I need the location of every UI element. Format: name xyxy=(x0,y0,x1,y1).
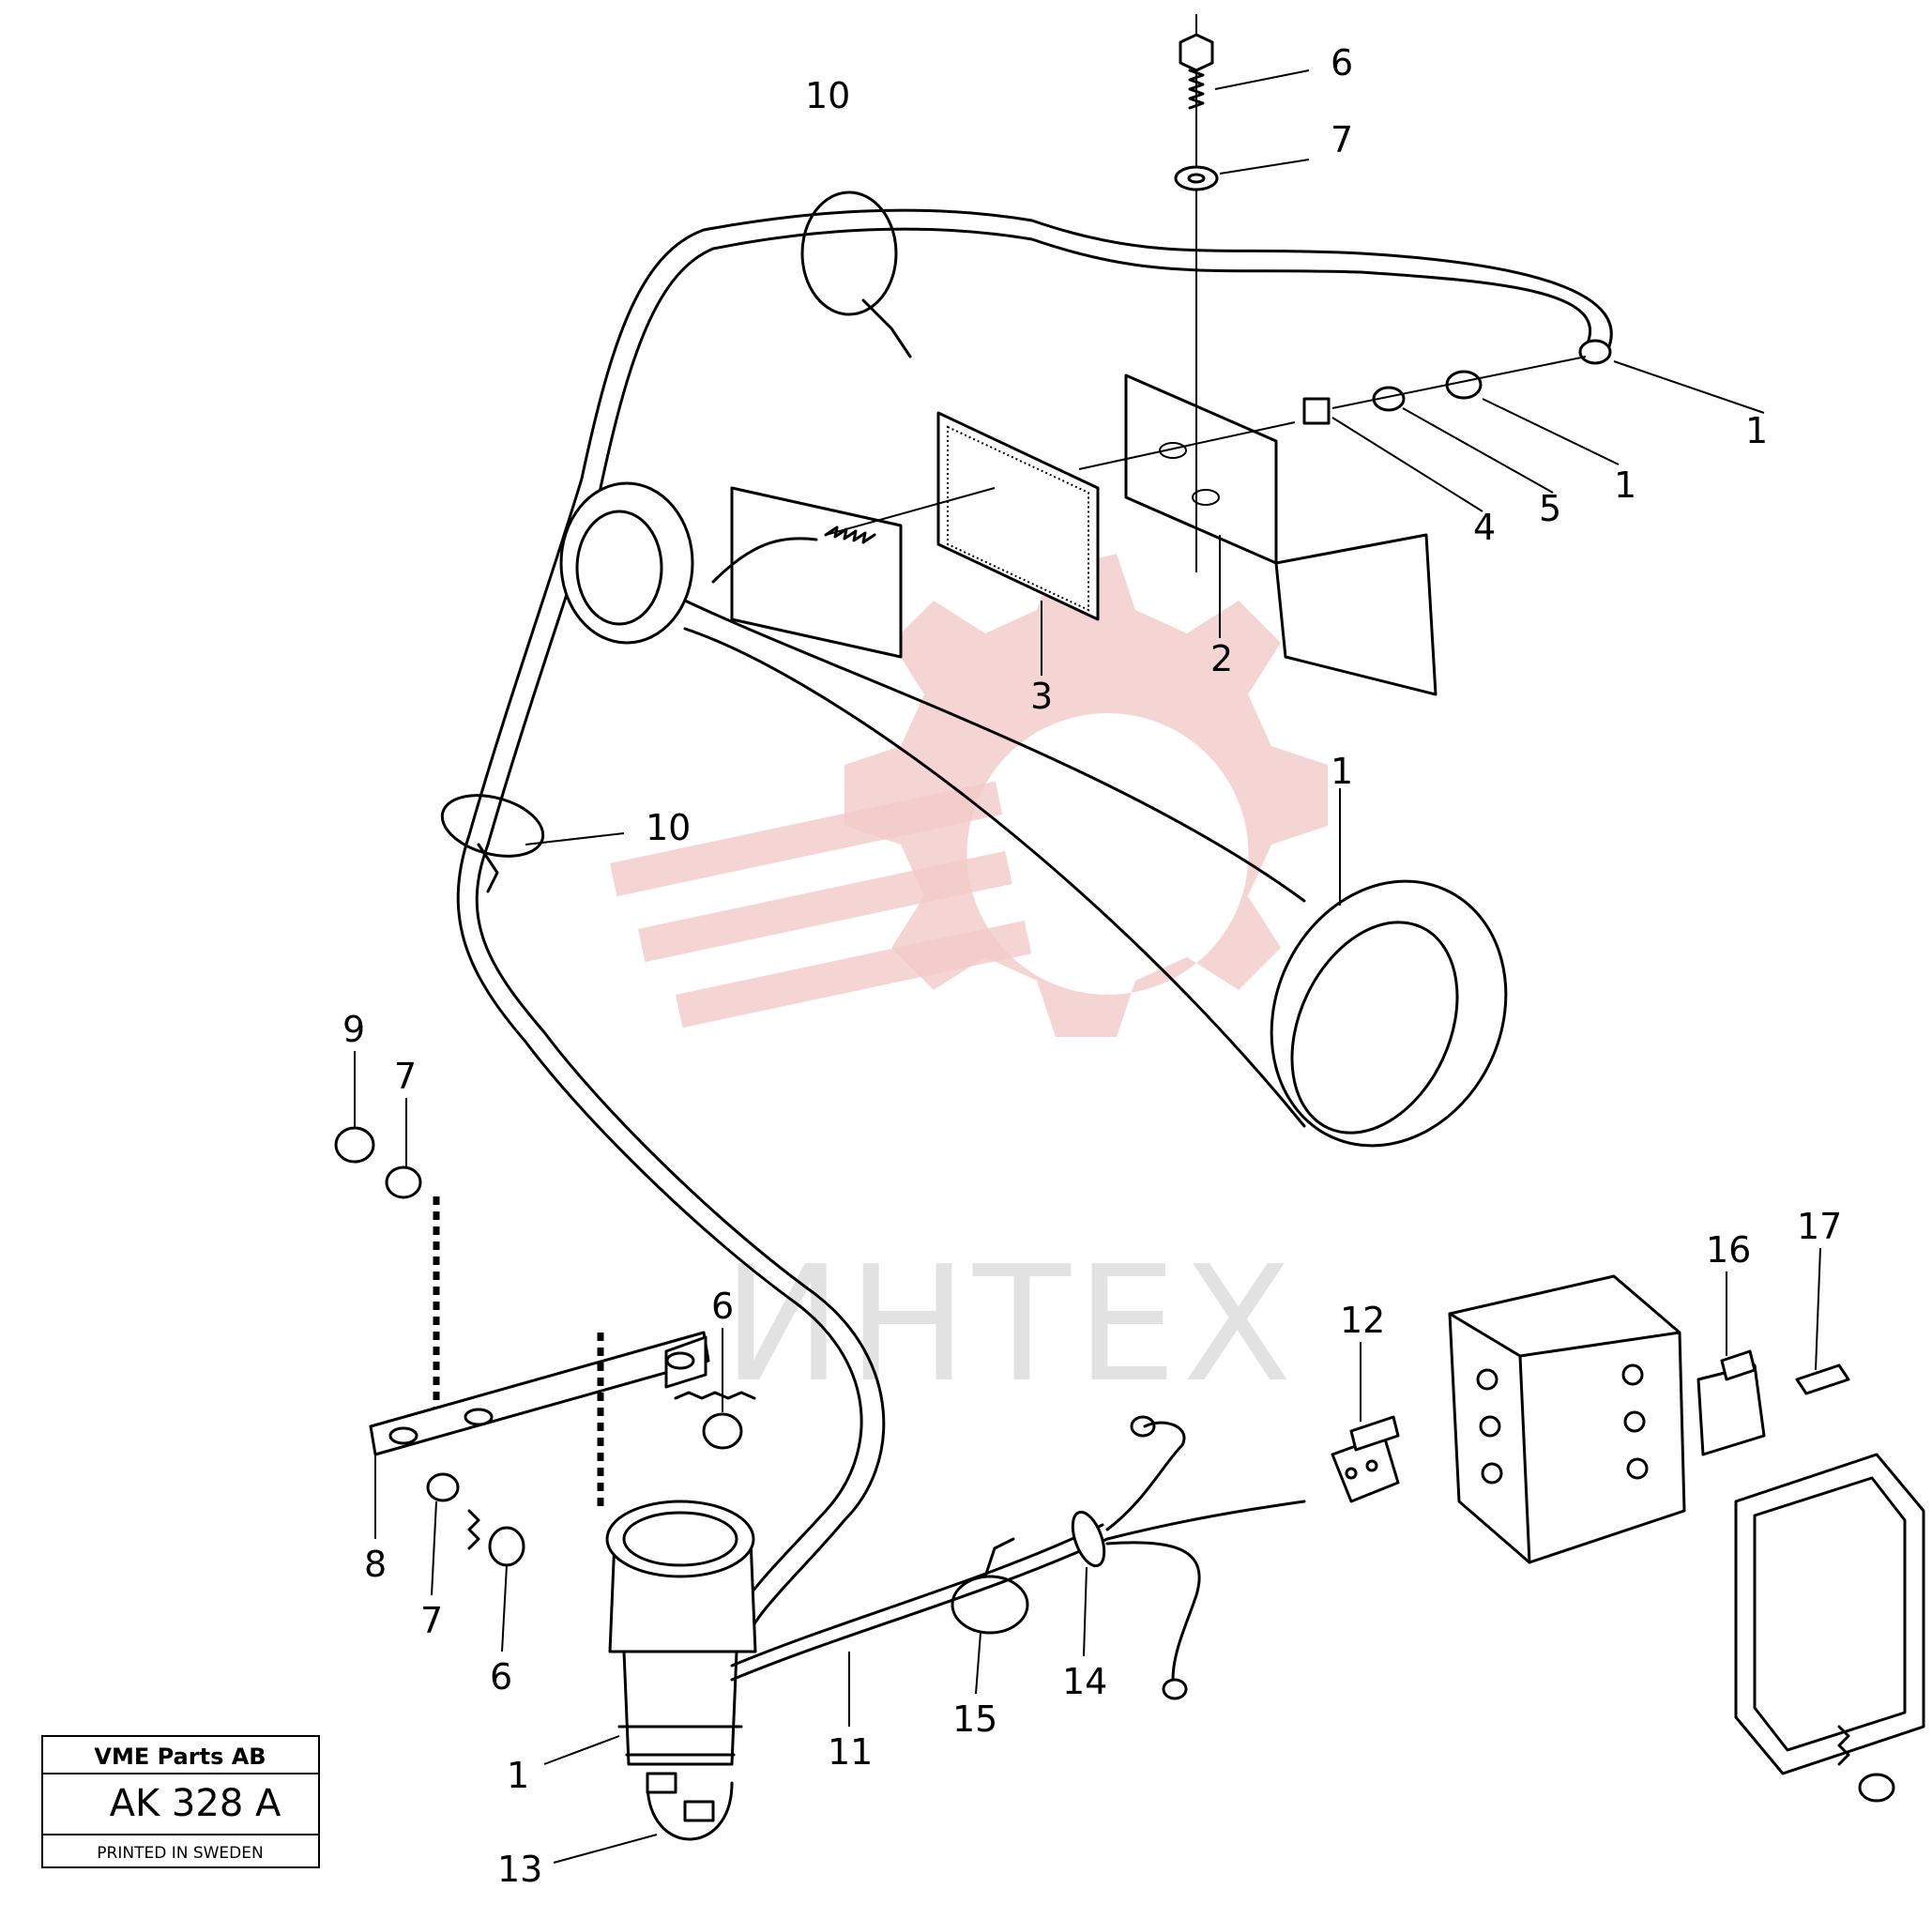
washer-lower xyxy=(426,1472,460,1502)
wire-harness xyxy=(730,1415,1306,1700)
box-cover xyxy=(1734,1453,1925,1803)
callout-4: 4 xyxy=(1473,507,1496,548)
junction-box xyxy=(1448,1274,1686,1564)
horn xyxy=(559,481,1508,1148)
callout-5: 5 xyxy=(1539,488,1561,529)
callout-1: 1 xyxy=(1331,751,1353,792)
callout-6: 6 xyxy=(490,1656,512,1698)
callout-12: 12 xyxy=(1340,1300,1385,1341)
watermark-text: ИНТЕХ xyxy=(723,1232,1298,1418)
gasket-plate xyxy=(936,411,1100,621)
callout-7: 7 xyxy=(420,1600,443,1641)
callout-1: 1 xyxy=(1614,465,1636,506)
washer xyxy=(1372,386,1406,412)
callout-16: 16 xyxy=(1706,1229,1751,1271)
callout-15: 15 xyxy=(952,1698,997,1740)
callout-7: 7 xyxy=(1331,119,1353,160)
callout-6: 6 xyxy=(1331,42,1353,84)
company-name: VME Parts AB xyxy=(94,1744,266,1770)
leader-lines xyxy=(354,69,1821,1864)
title-block: VME Parts AB AK 328 A PRINTED IN SWEDEN xyxy=(41,1735,320,1868)
watermark-gear-logo xyxy=(610,554,1328,1037)
top-bolt xyxy=(1174,14,1219,572)
drawing-number: AK 328 A xyxy=(110,1782,281,1825)
connector xyxy=(1331,1415,1400,1503)
callout-6: 6 xyxy=(711,1286,734,1327)
bracket-plate xyxy=(1124,373,1438,696)
solenoid-valve xyxy=(605,1500,757,1841)
callout-1: 1 xyxy=(1745,410,1768,451)
callout-13: 13 xyxy=(497,1849,542,1890)
callout-17: 17 xyxy=(1797,1206,1842,1247)
cable-tie-top xyxy=(800,190,912,358)
callout-2: 2 xyxy=(1210,638,1233,679)
hose-clip xyxy=(951,1575,1029,1635)
callout-3: 3 xyxy=(1030,676,1053,717)
callout-8: 8 xyxy=(364,1544,387,1585)
callout-11: 11 xyxy=(828,1731,873,1773)
bolt-bottom xyxy=(467,1509,525,1567)
mounting-bracket xyxy=(369,1331,710,1456)
washer-left xyxy=(385,1165,422,1199)
callout-14: 14 xyxy=(1062,1661,1107,1702)
callout-1: 1 xyxy=(507,1755,529,1796)
square-nut xyxy=(1302,397,1331,425)
callout-10: 10 xyxy=(805,75,850,116)
air-tube xyxy=(456,208,1613,1653)
callout-10: 10 xyxy=(646,807,691,848)
callout-7: 7 xyxy=(394,1056,417,1097)
terminal xyxy=(1795,1363,1850,1395)
callout-9: 9 xyxy=(342,1009,365,1050)
printed-note: PRINTED IN SWEDEN xyxy=(97,1844,263,1863)
cable-tie-mid xyxy=(440,794,545,893)
lock-nut xyxy=(334,1126,375,1164)
relay xyxy=(1696,1349,1766,1456)
bolt-mid xyxy=(674,1391,756,1450)
callouts: 6 7 10 1 1 5 4 2 3 1 10 9 7 6 8 7 6 12 1… xyxy=(342,42,1842,1890)
